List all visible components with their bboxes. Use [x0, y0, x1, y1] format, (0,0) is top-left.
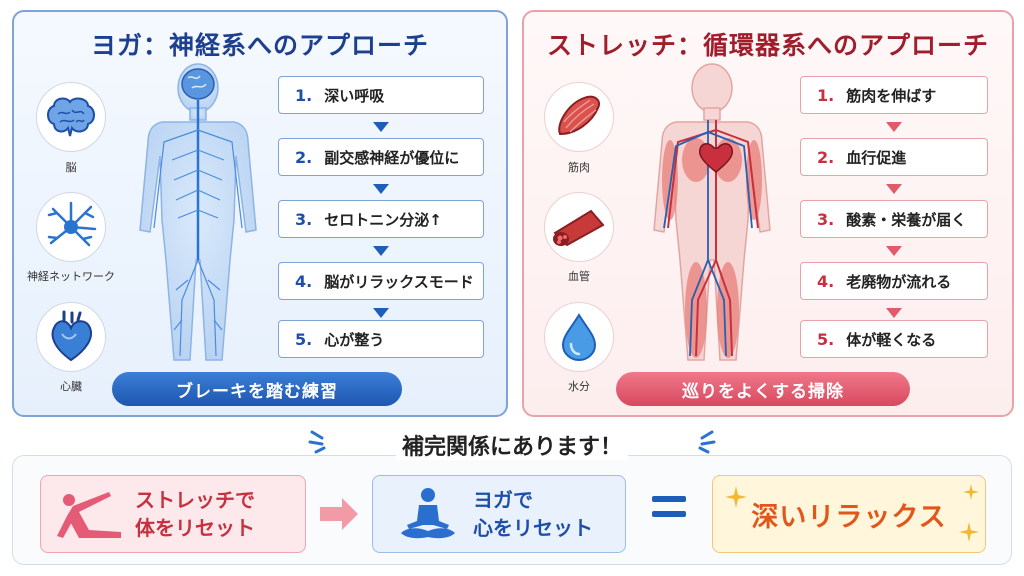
icon-label: 血管	[568, 270, 590, 283]
yoga-reset-box: ヨガで 心をリセット	[372, 475, 626, 553]
step-text: 心が整う	[324, 330, 385, 349]
yoga-step-5: 5. 心が整う	[278, 320, 484, 358]
stretch-panel-title: ストレッチ：循環器系へのアプローチ	[546, 31, 989, 60]
icon-label: 神経ネットワーク	[27, 270, 115, 283]
yoga-panel-title: ヨガ：神経系へのアプローチ	[90, 31, 429, 60]
sparkle-icon	[959, 522, 979, 542]
stretch-step-5: 5. 体が軽くなる	[800, 320, 988, 358]
step-text: セロトニン分泌↑	[324, 210, 442, 229]
yoga-summary-pill: ブレーキを踏む練習	[112, 372, 402, 406]
stretch-step-2: 2. 血行促進	[800, 138, 988, 176]
equals-icon	[652, 496, 686, 526]
yoga-step-2: 2. 副交感神経が優位に	[278, 138, 484, 176]
yoga-step-4: 4. 脳がリラックスモード	[278, 262, 484, 300]
yoga-panel: ヨガ：神経系へのアプローチ 脳 神経ネットワーク 心臓	[12, 10, 508, 417]
step-number: 4.	[817, 271, 835, 291]
step-text: 副交感神経が優位に	[324, 148, 460, 167]
stretching-person-icon	[57, 492, 121, 538]
yoga-step-1: 1. 深い呼吸	[278, 76, 484, 114]
yoga-reset-line-2: 心をリセット	[473, 516, 593, 540]
arrow-down-icon	[886, 184, 902, 194]
sparkle-lines-icon	[698, 430, 716, 454]
icon-label: 水分	[568, 380, 590, 393]
stretch-step-3: 3. 酸素・栄養が届く	[800, 200, 988, 238]
step-text: 深い呼吸	[324, 86, 385, 105]
icon-label: 脳	[65, 161, 77, 174]
icon-label: 心臓	[60, 380, 82, 393]
step-number: 2.	[295, 147, 313, 167]
sparkle-icon	[963, 484, 979, 500]
stretch-reset-line-1: ストレッチで	[135, 488, 255, 512]
step-number: 1.	[817, 85, 835, 105]
step-number: 3.	[817, 209, 835, 229]
blood-vessel-icon	[544, 192, 614, 262]
step-number: 2.	[817, 147, 835, 167]
arrow-right-icon	[320, 498, 358, 530]
stretch-panel: ストレッチ：循環器系へのアプローチ 筋肉 血管 水分	[522, 10, 1014, 417]
arrow-down-icon	[373, 184, 389, 194]
step-text: 老廃物が流れる	[846, 272, 952, 291]
summary-title: 補完関係にあります！	[0, 429, 1024, 461]
stretch-reset-text: ストレッチで 体をリセット	[135, 486, 255, 542]
step-number: 1.	[295, 85, 313, 105]
arrow-down-icon	[886, 122, 902, 132]
meditating-person-icon	[401, 488, 455, 539]
step-text: 体が軽くなる	[846, 330, 937, 349]
neuron-icon	[36, 192, 106, 262]
stretch-summary-pill: 巡りをよくする掃除	[616, 372, 910, 406]
stretch-reset-line-2: 体をリセット	[135, 516, 255, 540]
arrow-down-icon	[373, 246, 389, 256]
step-text: 血行促進	[846, 148, 907, 167]
step-text: 酸素・栄養が届く	[846, 210, 967, 229]
brain-icon	[36, 82, 106, 152]
sparkle-lines-icon	[308, 430, 326, 454]
sparkle-icon	[725, 486, 747, 508]
step-text: 筋肉を伸ばす	[846, 86, 937, 105]
arrow-down-icon	[886, 246, 902, 256]
step-number: 4.	[295, 271, 313, 291]
muscle-icon	[544, 82, 614, 152]
stretch-step-4: 4. 老廃物が流れる	[800, 262, 988, 300]
yoga-reset-text: ヨガで 心をリセット	[473, 486, 593, 542]
stretch-step-1: 1. 筋肉を伸ばす	[800, 76, 988, 114]
step-text: 脳がリラックスモード	[324, 272, 474, 291]
heart-icon	[36, 302, 106, 372]
step-number: 3.	[295, 209, 313, 229]
result-box: 深いリラックス	[712, 475, 986, 553]
yoga-reset-line-1: ヨガで	[473, 488, 533, 512]
arrow-down-icon	[373, 122, 389, 132]
circulatory-system-body-illustration	[653, 63, 771, 361]
summary-title-text: 補完関係にあります！	[395, 435, 628, 460]
icon-label: 筋肉	[568, 161, 590, 174]
arrow-down-icon	[886, 308, 902, 318]
step-number: 5.	[295, 329, 313, 349]
arrow-down-icon	[373, 308, 389, 318]
nervous-system-body-illustration	[139, 63, 257, 361]
stretch-reset-box: ストレッチで 体をリセット	[40, 475, 306, 553]
step-number: 5.	[817, 329, 835, 349]
result-text: 深いリラックス	[751, 501, 947, 533]
water-drop-icon	[544, 302, 614, 372]
yoga-step-3: 3. セロトニン分泌↑	[278, 200, 484, 238]
